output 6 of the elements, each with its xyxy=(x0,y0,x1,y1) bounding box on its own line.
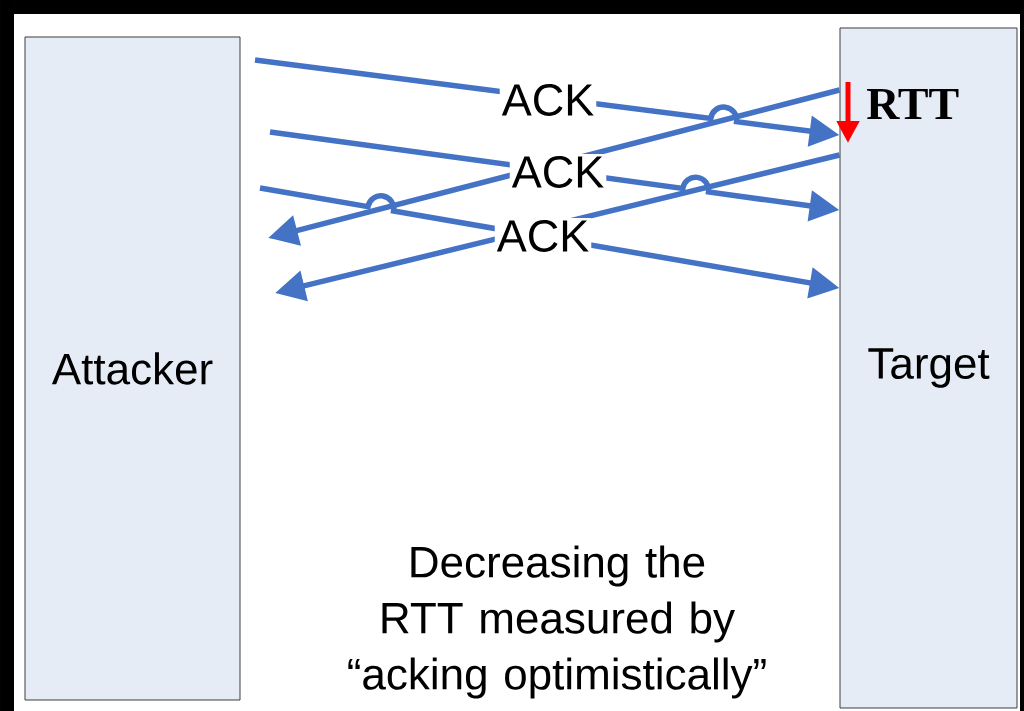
edge-label: ACK xyxy=(499,82,597,118)
participant-box: Attacker xyxy=(24,36,241,701)
caption: Decreasing the RTT measured by “acking optimistically” xyxy=(348,545,766,699)
edge-label: ACK xyxy=(494,218,592,254)
edge-label: ACK xyxy=(509,154,607,190)
rtt-label: RTT xyxy=(867,88,959,120)
